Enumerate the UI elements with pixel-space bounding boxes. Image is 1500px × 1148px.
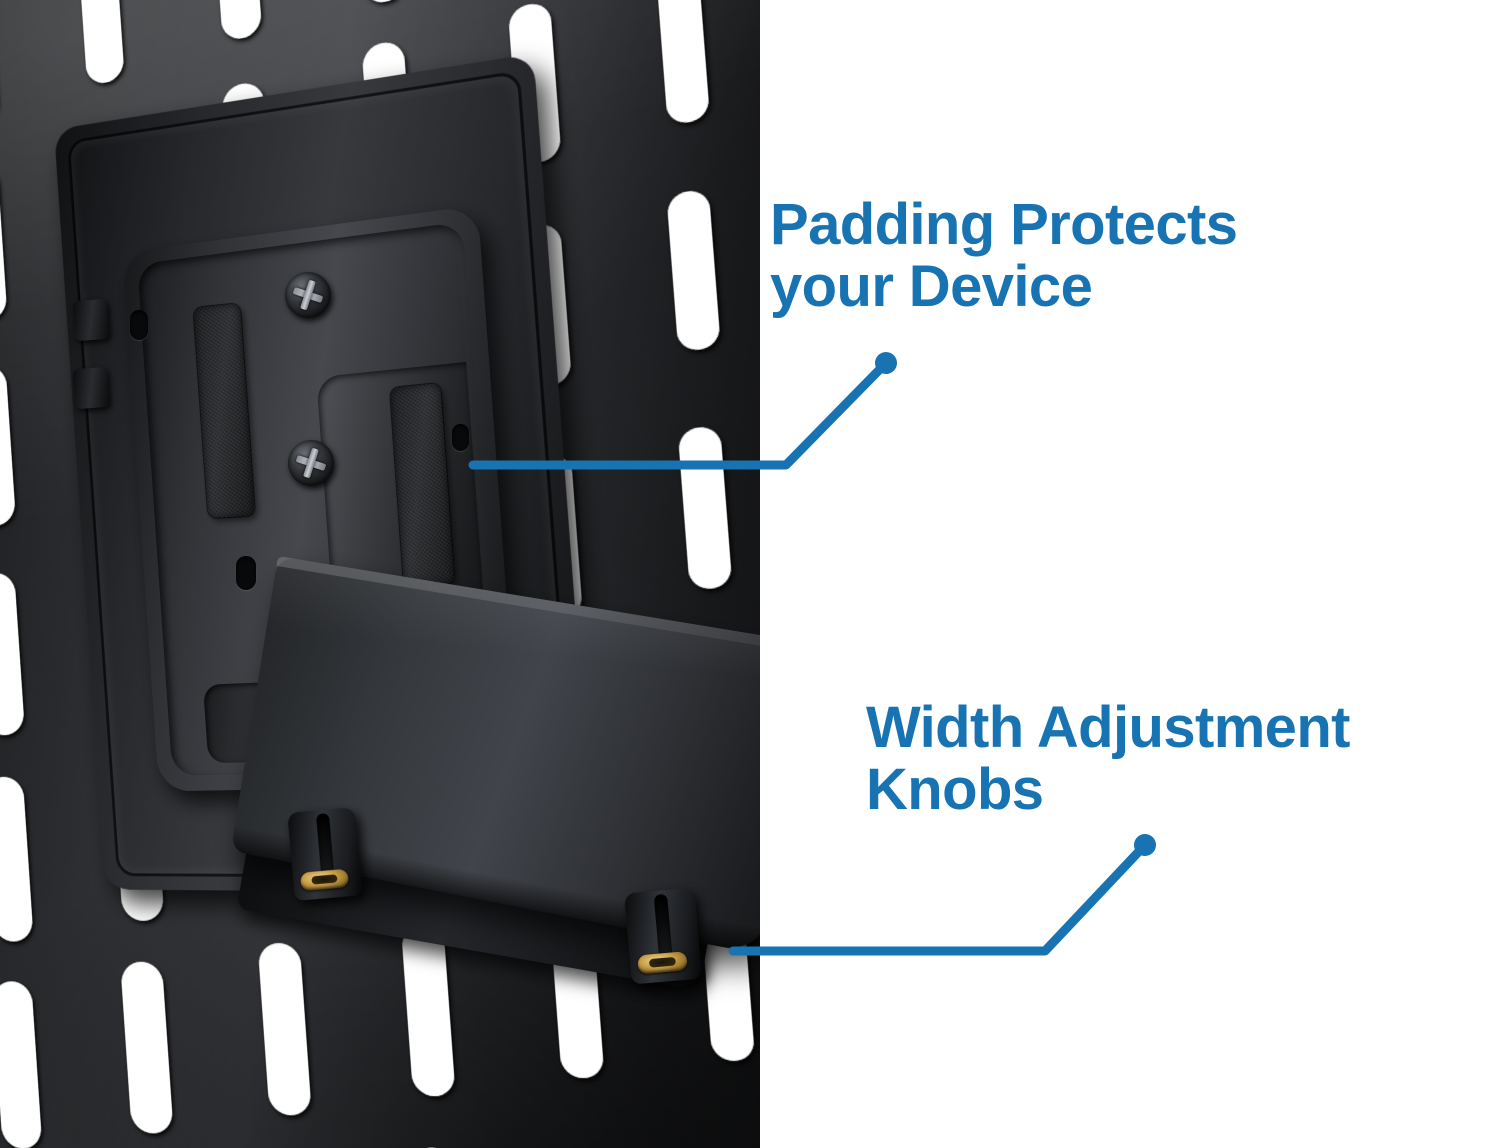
panel-slot [0, 776, 34, 942]
bracket-latch-tab [72, 298, 110, 342]
width-adjustment-knob [624, 887, 702, 985]
panel-slot [212, 0, 263, 42]
panel-slot [120, 961, 174, 1134]
callout-label-knobs: Width Adjustment Knobs [866, 695, 1350, 823]
phillips-screw [288, 440, 334, 486]
product-photo [0, 0, 760, 1148]
panel-slot [655, 0, 711, 126]
width-adjustment-knob [287, 807, 363, 901]
panel-slot [666, 188, 721, 353]
leader-dot-knobs [1134, 834, 1156, 856]
leader-line-knobs [728, 840, 1150, 956]
panel-slot [0, 363, 17, 528]
panel-slot [257, 942, 312, 1116]
panel-slot [354, 0, 407, 6]
panel-slot [677, 425, 733, 591]
bracket-plate-hole [236, 556, 256, 590]
phillips-screw [285, 272, 331, 318]
panel-slot [400, 925, 456, 1097]
knob-brass-insert [637, 951, 688, 975]
panel-slot [0, 571, 26, 737]
bracket-plate-hole [452, 424, 469, 451]
bracket-latch-tab [72, 366, 110, 410]
panel-slot [0, 981, 43, 1148]
bracket-plate-hole [130, 310, 148, 340]
leader-dot-padding [875, 352, 897, 374]
panel-slot [76, 0, 125, 86]
callout-label-padding: Padding Protects your Device [770, 192, 1238, 320]
panel-slot [0, 163, 8, 324]
knob-brass-insert [299, 868, 350, 892]
